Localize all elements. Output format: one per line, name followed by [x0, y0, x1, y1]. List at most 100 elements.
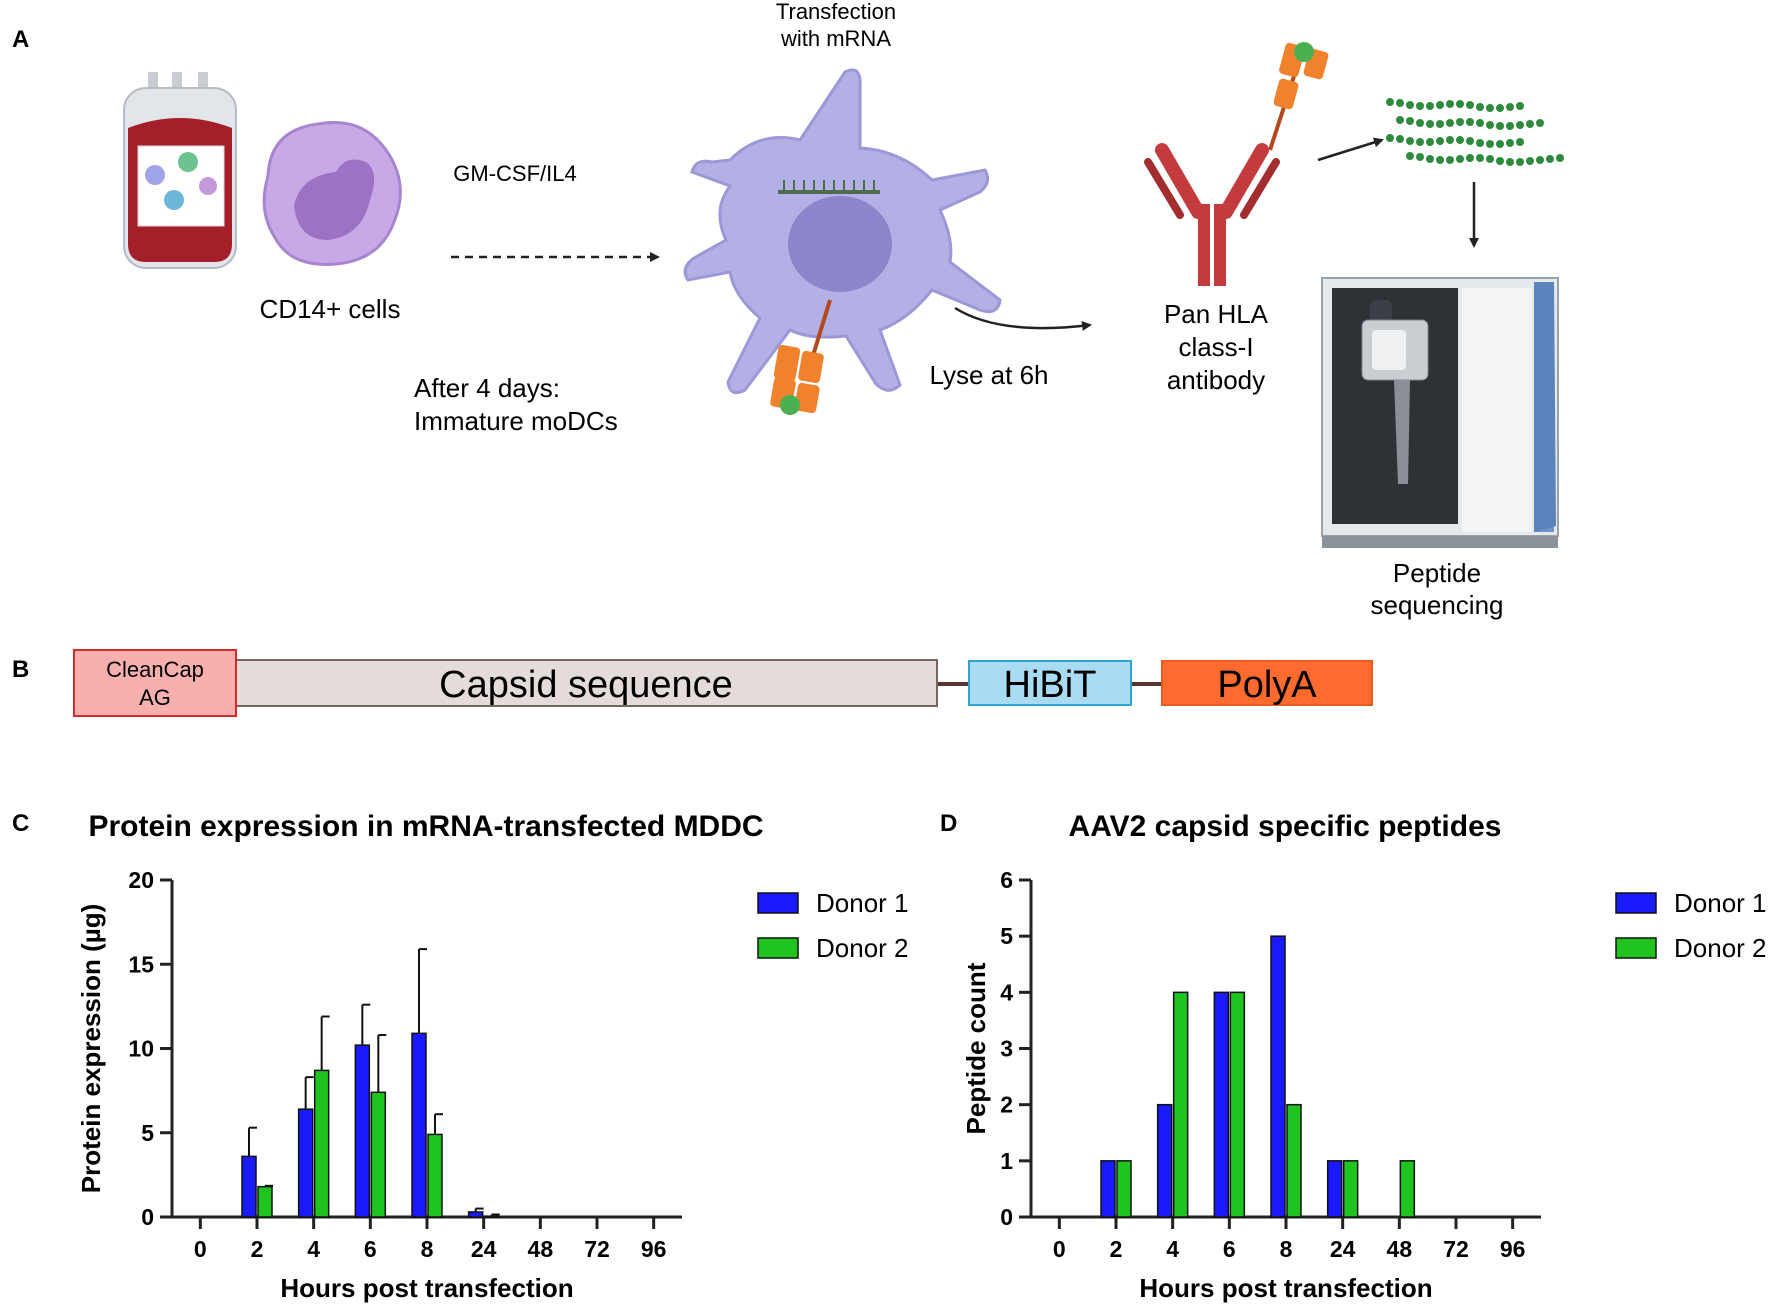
bar-donor-2: [1399, 1160, 1416, 1218]
legend-label: Donor 2: [816, 933, 909, 963]
chart-title: AAV2 capsid specific peptides: [1069, 810, 1502, 843]
antibody-label: Pan HLA: [1164, 299, 1269, 329]
legend-label: Donor 1: [816, 888, 909, 918]
bar-donor-1: [467, 1211, 484, 1218]
antibody-label-2: class-I: [1178, 332, 1253, 362]
panel-label-d: D: [940, 810, 957, 837]
x-tick-label: 24: [471, 1236, 497, 1262]
x-tick-label: 48: [528, 1236, 554, 1262]
y-tick-label: 3: [1000, 1036, 1013, 1062]
y-tick-label: 15: [128, 951, 154, 977]
y-tick-label: 10: [128, 1036, 154, 1062]
x-tick-label: 48: [1387, 1236, 1413, 1262]
cleancap-label-2: AG: [139, 685, 171, 710]
panel-label-c: C: [12, 810, 29, 837]
panel-label-a: A: [12, 26, 29, 53]
legend-label: Donor 2: [1674, 933, 1767, 963]
immature-modcs-label: Immature moDCs: [414, 406, 618, 436]
antibody-label-3: antibody: [1167, 365, 1265, 395]
y-tick-label: 5: [1000, 923, 1013, 949]
peptide-count-chart: AAV2 capsid specific peptides0123456Pept…: [961, 810, 1767, 1303]
bar-donor-2: [427, 1133, 443, 1218]
x-tick-label: 24: [1330, 1236, 1356, 1262]
bar-donor-1: [1326, 1160, 1343, 1218]
bar-donor-2: [1286, 1103, 1302, 1218]
transfection-label-2: with mRNA: [780, 26, 891, 51]
x-tick-label: 72: [1443, 1236, 1469, 1262]
bar-donor-1: [354, 1044, 371, 1218]
bar-donor-2: [1116, 1160, 1132, 1218]
cells-label: CD14+ cells: [260, 294, 401, 324]
cleancap-label: CleanCap: [106, 657, 204, 682]
y-tick-label: 4: [1000, 979, 1013, 1005]
elution-arrow: [1317, 137, 1384, 162]
x-axis-label: Hours post transfection: [280, 1273, 573, 1303]
dendritic-cell-icon: [683, 68, 1002, 415]
y-tick-label: 20: [128, 867, 154, 893]
mass-spectrometer-icon: [1321, 277, 1559, 548]
y-tick-label: 5: [141, 1120, 154, 1146]
y-tick-label: 0: [1000, 1204, 1013, 1230]
after-days-label: After 4 days:: [414, 373, 560, 403]
cytokine-label: GM-CSF/IL4: [453, 161, 576, 186]
transfection-label: Transfection: [776, 0, 896, 24]
y-tick-label: 0: [141, 1204, 154, 1230]
x-tick-label: 4: [1166, 1236, 1179, 1262]
bar-donor-1: [1156, 1103, 1173, 1218]
x-tick-label: 8: [1280, 1236, 1293, 1262]
y-axis-label: Peptide count: [961, 962, 991, 1134]
polya-block: [1161, 660, 1373, 706]
mrna-construct: CleanCap AG Capsid sequence HiBiT PolyA: [73, 649, 1373, 717]
legend-swatch: [1615, 892, 1657, 914]
x-tick-label: 0: [1053, 1236, 1066, 1262]
x-tick-label: 2: [251, 1236, 264, 1262]
bar-donor-1: [1270, 935, 1286, 1218]
lyse-arrow: [954, 306, 1092, 331]
bar-donor-1: [1100, 1160, 1116, 1218]
x-axis-label: Hours post transfection: [1139, 1273, 1432, 1303]
x-tick-label: 4: [307, 1236, 320, 1262]
hibit-block: [968, 660, 1132, 706]
cleancap-block: [73, 649, 237, 717]
protein-expression-chart: Protein expression in mRNA-transfected M…: [76, 810, 909, 1303]
bar-donor-2: [1172, 991, 1189, 1218]
bar-donor-1: [297, 1108, 314, 1218]
y-tick-label: 1: [1000, 1148, 1013, 1174]
bar-donor-2: [257, 1185, 273, 1218]
x-tick-label: 0: [194, 1236, 207, 1262]
x-tick-label: 2: [1110, 1236, 1123, 1262]
legend-swatch: [1615, 937, 1657, 959]
blood-bag-icon: [123, 72, 237, 269]
bar-donor-1: [241, 1155, 257, 1218]
bar-donor-2: [1342, 1160, 1359, 1218]
capsid-block: [234, 659, 938, 707]
sequencing-label-2: sequencing: [1371, 590, 1504, 620]
y-tick-label: 6: [1000, 867, 1013, 893]
polya-label: PolyA: [1217, 664, 1317, 706]
legend-label: Donor 1: [1674, 888, 1767, 918]
y-axis-label: Protein expression (µg): [76, 904, 106, 1193]
x-tick-label: 96: [1500, 1236, 1526, 1262]
panel-label-b: B: [12, 656, 29, 683]
y-tick-label: 2: [1000, 1092, 1013, 1118]
bar-donor-1: [411, 1032, 427, 1218]
legend-swatch: [757, 937, 799, 959]
x-tick-label: 6: [1223, 1236, 1236, 1262]
bar-donor-1: [1213, 991, 1230, 1218]
capsid-label: Capsid sequence: [439, 664, 733, 706]
bar-donor-2: [483, 1215, 500, 1218]
sequencing-label: Peptide: [1393, 558, 1481, 588]
bar-donor-2: [313, 1069, 330, 1218]
x-tick-label: 72: [584, 1236, 610, 1262]
monocyte-icon: [262, 120, 402, 266]
hibit-label: HiBiT: [1004, 664, 1097, 706]
x-tick-label: 6: [364, 1236, 377, 1262]
bar-donor-2: [370, 1091, 387, 1218]
chart-title: Protein expression in mRNA-transfected M…: [88, 810, 763, 843]
peptides-icon: [1386, 98, 1564, 166]
x-tick-label: 8: [421, 1236, 434, 1262]
antibody-icon: [1144, 42, 1329, 286]
x-tick-label: 96: [641, 1236, 667, 1262]
lyse-label: Lyse at 6h: [929, 360, 1048, 390]
